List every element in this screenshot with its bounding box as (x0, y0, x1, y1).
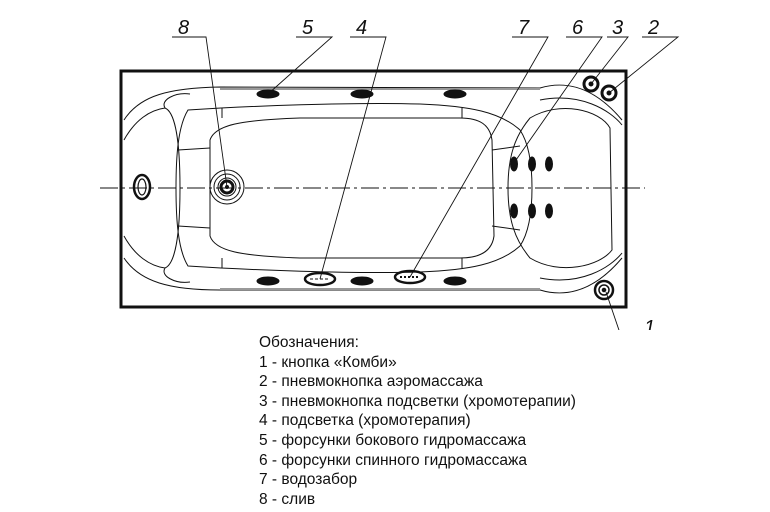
legend-item: 7 - водозабор (259, 471, 358, 489)
callout-6: 6 (572, 17, 584, 39)
back-jet-icon (545, 156, 553, 172)
backrest-right (507, 97, 623, 281)
callout-8: 8 (178, 17, 189, 39)
back-jets (510, 156, 553, 219)
combi-button-icon (593, 279, 615, 301)
back-jet-icon (510, 203, 518, 219)
legend-item: 4 - подсветка (хромотерапия) (259, 412, 471, 430)
back-jet-icon (510, 156, 518, 172)
legend-item: 5 - форсунки бокового гидромассажа (259, 431, 527, 449)
basin-outer (175, 102, 533, 274)
back-jet-icon (545, 203, 553, 219)
side-jet-icon (443, 89, 467, 99)
side-jet-icon (256, 276, 280, 286)
legend-item: 6 - форсунки спинного гидромассажа (259, 451, 527, 469)
legend-title: Обозначения: (259, 334, 359, 351)
drain-icon (209, 169, 245, 205)
leader-lines (172, 36, 680, 330)
legend-item: 1 - кнопка «Комби» (259, 353, 397, 371)
callout-4: 4 (356, 17, 367, 39)
callout-5: 5 (302, 17, 314, 39)
bathtub-outline (119, 69, 628, 309)
bathtub-diagram: 8 5 4 7 6 3 2 1 (100, 17, 680, 330)
callout-1: 1 (644, 317, 655, 330)
legend-item: 3 - пневмокнопка подсветки (хромотерапии… (259, 392, 576, 410)
overflow-icon (132, 173, 152, 201)
callout-3: 3 (612, 17, 623, 39)
callout-2: 2 (647, 17, 659, 39)
basin-inner (209, 117, 495, 259)
side-jets (256, 89, 467, 286)
side-jet-icon (350, 89, 374, 99)
callout-7: 7 (518, 17, 530, 39)
back-jet-icon (528, 203, 536, 219)
legend: Обозначения: 1 - кнопка «Комби» 2 - пнев… (259, 333, 576, 509)
legend-item: 2 - пневмокнопка аэромассажа (259, 373, 483, 391)
side-jet-icon (443, 276, 467, 286)
side-jet-icon (350, 276, 374, 286)
back-jet-icon (528, 156, 536, 172)
rim-contour (123, 84, 623, 294)
legend-item: 8 - слив (259, 490, 316, 508)
